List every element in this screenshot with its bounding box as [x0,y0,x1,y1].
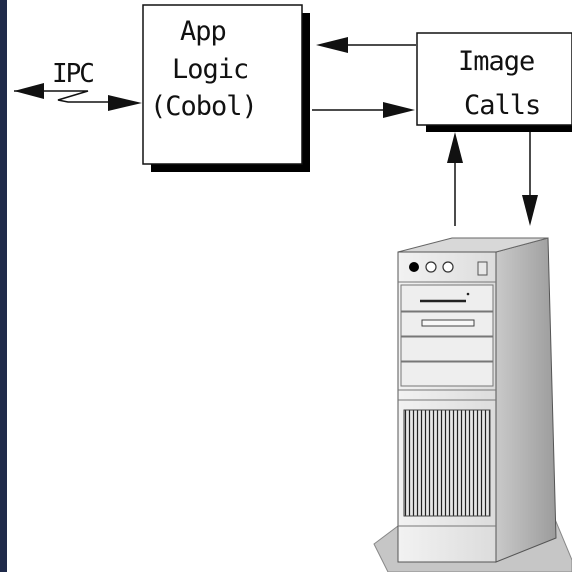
server-tower-icon [373,237,572,572]
image-calls-box: Image Calls [416,32,572,132]
arrow-calls-to-logic [316,37,416,53]
app-logic-line2: Logic [172,54,248,85]
ipc-connector [14,83,142,111]
image-calls-line1: Image [458,46,534,77]
image-calls-box-frame [416,32,572,126]
left-border-bar [0,0,7,572]
ipc-left-arrowhead [14,83,44,99]
app-logic-box: App Logic (Cobol) [142,4,310,172]
arrow-calls-to-server [522,132,538,226]
app-logic-box-frame [142,4,303,165]
ipc-right-arrowhead [108,95,142,111]
image-calls-line2: Calls [464,90,540,121]
arrow-server-to-calls [447,132,463,226]
ipc-zigzag [14,90,108,103]
app-logic-line1: App [180,16,226,47]
app-logic-line3: (Cobol) [150,91,257,122]
ipc-label: IPC [52,59,93,89]
arrow-logic-to-calls [312,102,415,118]
